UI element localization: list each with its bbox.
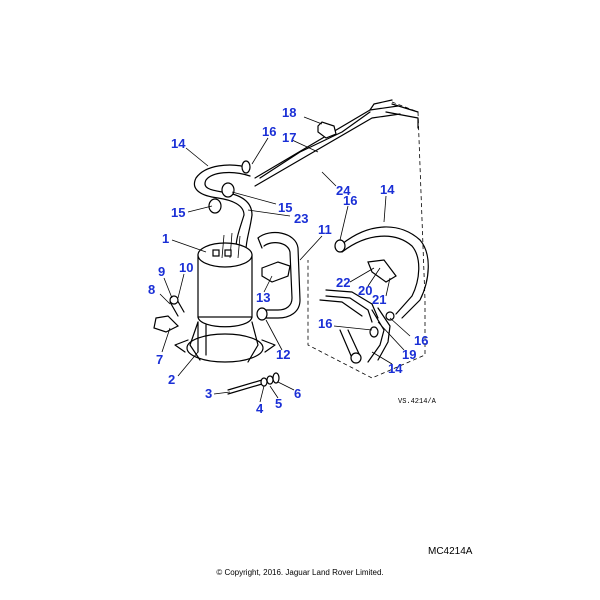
callout-1: 1	[162, 231, 169, 246]
diagram-code: MC4214A	[428, 546, 473, 557]
callout-4: 4	[256, 401, 264, 416]
callout-16: 16	[343, 193, 357, 208]
callout-14: 14	[171, 136, 186, 151]
callout-3: 3	[205, 386, 212, 401]
upper-pipes	[254, 99, 419, 187]
callout-17: 17	[282, 130, 296, 145]
fittings-left	[153, 295, 185, 333]
clip-18	[317, 121, 337, 139]
callout-24: 24	[336, 183, 351, 198]
callout-6: 6	[294, 386, 301, 401]
callout-20: 20	[358, 283, 372, 298]
callout-13: 13	[256, 290, 270, 305]
copyright-notice: © Copyright, 2016. Jaguar Land Rover Lim…	[216, 568, 384, 577]
bracket	[174, 321, 276, 363]
callout-19: 19	[402, 347, 416, 362]
callout-22: 22	[336, 275, 350, 290]
callout-15: 15	[171, 205, 185, 220]
drawing-reference: VS.4214/A	[398, 398, 437, 406]
callout-21: 21	[372, 292, 386, 307]
hose-11	[256, 231, 301, 321]
callout-5: 5	[275, 396, 282, 411]
callout-23: 23	[294, 211, 308, 226]
canister	[197, 232, 253, 328]
callout-14: 14	[388, 361, 403, 376]
part-13	[261, 261, 291, 283]
callout-labels: 18 16 17 14 24 14 16 15 15 23 1 11 9 10 …	[148, 105, 428, 416]
callout-8: 8	[148, 282, 155, 297]
callout-15: 15	[278, 200, 292, 215]
pipe-assembly	[319, 259, 397, 364]
callout-16: 16	[414, 333, 428, 348]
dashed-outline	[307, 101, 426, 379]
callout-2: 2	[168, 372, 175, 387]
callout-12: 12	[276, 347, 290, 362]
callout-16: 16	[262, 124, 276, 139]
upper-hose	[193, 160, 253, 251]
callout-14: 14	[380, 182, 395, 197]
callout-10: 10	[179, 260, 193, 275]
leader-lines	[159, 116, 411, 403]
callout-7: 7	[156, 352, 163, 367]
callout-18: 18	[282, 105, 296, 120]
callout-16: 16	[318, 316, 332, 331]
callout-11: 11	[318, 222, 332, 237]
bolt-and-washers	[227, 372, 280, 395]
callout-9: 9	[158, 264, 165, 279]
lower-hose	[334, 226, 429, 319]
